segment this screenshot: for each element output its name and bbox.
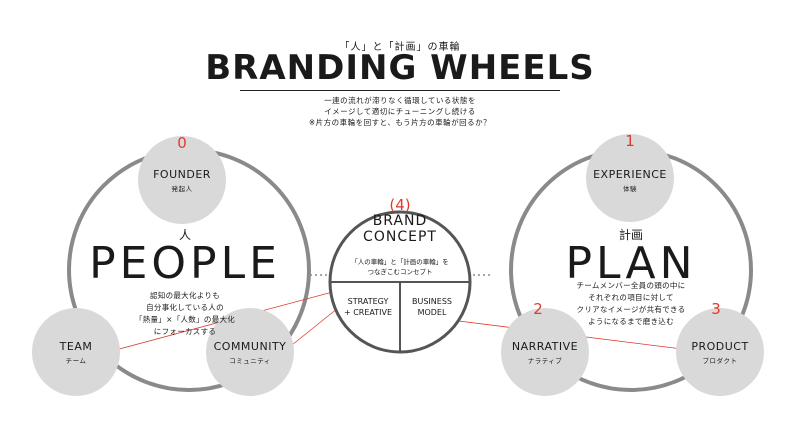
brand-concept-number: (4) [389,196,411,214]
product-number: 3 [711,300,721,318]
team-node [32,308,120,396]
plan-kanji: 計画 [618,228,644,242]
people-word: PEOPLE [89,238,281,289]
founder-number: 0 [177,134,187,152]
header-subtitle: 「人」と「計画」の車輪 [339,42,461,53]
experience-label: EXPERIENCE [593,168,667,181]
strategy-line-1: STRATEGY [347,297,389,306]
product-node [676,308,764,396]
title-underline [240,90,560,91]
team-label: TEAM [59,340,93,353]
narrative-label: NARRATIVE [511,340,579,353]
narrative-sub: ナラティブ [527,357,563,365]
business-line-1: BUSINESS [412,297,452,306]
people-desc-3: 「熱量」×「人数」の最大化 [134,315,236,324]
brand-concept-line2: CONCEPT [363,229,437,245]
people-desc-4: にフォーカスする [153,327,217,336]
plan-desc-2: それぞれの項目に対して [588,293,674,302]
plan-desc-4: ようになるまで磨き込む [588,317,674,326]
business-line-2: MODEL [417,308,447,317]
founder-label: FOUNDER [153,168,211,181]
plan-desc-1: チームメンバー全員の頭の中に [576,281,686,290]
header-desc-line-2: イメージして適切にチューニングし続ける [324,107,476,116]
community-label: COMMUNITY [213,340,287,353]
brand-concept-line1: BRAND [372,213,428,229]
narrative-node [501,308,589,396]
page-title: BRANDING WHEELS [205,48,595,88]
community-sub: コミュニティ [229,357,271,365]
brand-concept-desc-2: つなぎこむコンセプト [367,268,433,276]
founder-node [138,136,226,224]
product-label: PRODUCT [691,340,749,353]
product-sub: プロダクト [702,357,738,365]
experience-node [586,134,674,222]
strategy-line-2: + CREATIVE [343,308,393,317]
red-line-community [291,307,339,346]
header-desc-line-3: ※片方の車輪を回すと、もう片方の車輪が回るか？ [308,118,492,127]
header-desc-line-1: 一連の流れが滞りなく循環している状態を [324,96,476,105]
community-node [206,308,294,396]
brand-concept-desc-1: 「人の車輪」と「計画の車輪」を [351,258,449,266]
plan-word: PLAN [565,238,697,289]
founder-sub: 発起人 [171,185,193,193]
people-desc-2: 自分事化している人の [146,303,224,312]
experience-sub: 体験 [623,185,637,193]
people-desc-1: 認知の最大化よりも [149,291,221,300]
people-kanji: 人 [178,228,192,242]
narrative-number: 2 [533,300,543,318]
experience-number: 1 [625,132,635,150]
plan-desc-3: クリアなイメージが共有できる [576,305,686,314]
team-sub: チーム [65,357,87,365]
